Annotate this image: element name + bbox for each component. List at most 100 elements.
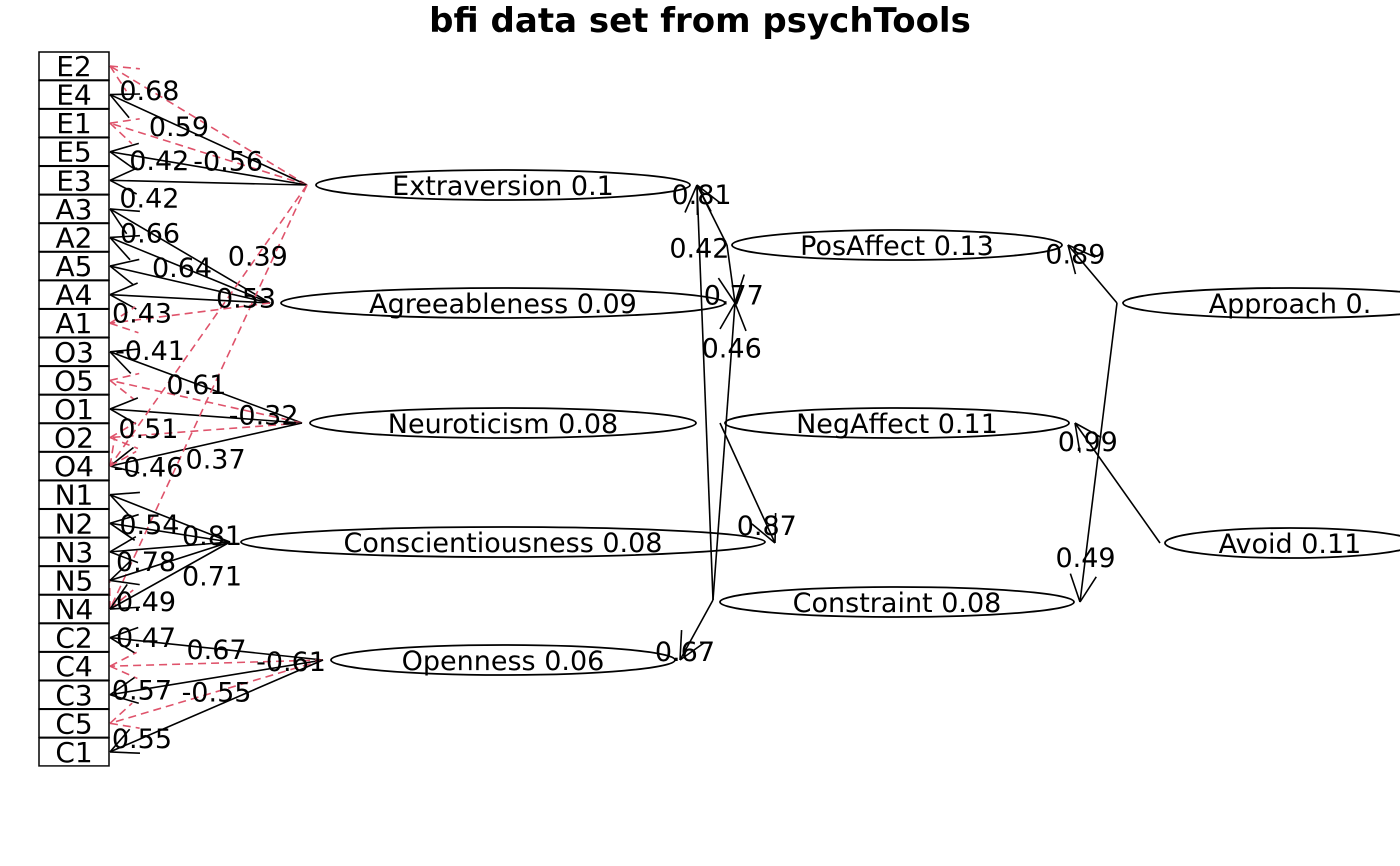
- arrowhead-icon: [109, 494, 131, 518]
- edge-openness-c1: [109, 659, 324, 754]
- arrowhead-icon: [1074, 422, 1102, 439]
- edge-label: -0.61: [256, 647, 326, 678]
- item-box-O5: O5: [38, 364, 110, 397]
- edge-label: 0.39: [228, 241, 288, 272]
- item-boxes: E2E4E1E5E3A3A2A5A4A1O3O5O1O2O4N1N2N3N5N4…: [38, 50, 110, 769]
- edge-extraversion-o4: [109, 184, 308, 467]
- arrowhead-icon: [109, 167, 138, 182]
- edge-label: -0.46: [113, 453, 183, 484]
- arrowhead-icon: [717, 277, 736, 304]
- item-label: N4: [55, 593, 94, 626]
- arrowhead-icon: [109, 535, 137, 553]
- item-label: O1: [54, 393, 94, 426]
- item-box-O4: O4: [38, 450, 110, 483]
- arrowhead-icon: [109, 513, 139, 525]
- item-box-E4: E4: [38, 79, 110, 112]
- edge-approach-posaffect: [1067, 244, 1118, 304]
- arrowhead-icon: [734, 302, 747, 332]
- edge-conscientiousness-n5: [109, 541, 231, 586]
- arrowhead-icon: [109, 702, 133, 724]
- arrowhead-icon: [109, 421, 137, 439]
- edge-posaffect-agreeableness: [717, 244, 745, 304]
- edge-negaffect-conscientiousness: [719, 422, 777, 544]
- edge-label: 0.51: [118, 414, 178, 445]
- item-label: N3: [55, 536, 94, 569]
- item-box-E3: E3: [38, 164, 110, 197]
- arrowhead-icon: [109, 522, 136, 541]
- item-label: O2: [54, 422, 94, 455]
- factor-label: PosAffect 0.13: [800, 231, 994, 262]
- edge-label: 0.77: [704, 280, 764, 311]
- item-label: O5: [54, 364, 94, 397]
- item-box-O3: O3: [38, 336, 110, 369]
- factor-label: Avoid 0.11: [1219, 529, 1362, 560]
- edge-label: -0.55: [182, 678, 252, 709]
- item-label: O3: [54, 336, 94, 369]
- arrowhead-icon: [109, 179, 138, 195]
- factor-label: Extraversion 0.1: [392, 171, 614, 202]
- edge-openness-c5: [109, 659, 324, 729]
- arrowhead-icon: [684, 184, 698, 213]
- arrowhead-icon: [109, 606, 140, 610]
- factor-node-agreeableness: Agreeableness 0.09: [280, 287, 726, 320]
- factor-node-negaffect: NegAffect 0.11: [724, 407, 1070, 440]
- edge-extraversion-e3: [109, 167, 308, 195]
- arrowhead-icon: [109, 751, 141, 754]
- arrowhead-icon: [1074, 422, 1081, 453]
- edge-label: -0.41: [115, 336, 185, 367]
- item-box-E5: E5: [38, 136, 110, 169]
- edge-label: 0.99: [1058, 427, 1118, 458]
- item-label: N2: [55, 507, 94, 540]
- edge-label: 0.81: [671, 180, 731, 211]
- item-box-A3: A3: [38, 193, 110, 226]
- arrowhead-icon: [109, 665, 138, 680]
- edge-neuroticism-o4: [109, 422, 303, 474]
- edge-label: 0.64: [152, 253, 212, 284]
- edge-labels: 0.680.59-0.560.420.420.660.640.530.43-0.…: [112, 76, 1118, 755]
- item-label: A4: [56, 279, 93, 312]
- factor-label: Approach 0.: [1209, 289, 1372, 320]
- edge-conscientiousness-n2: [109, 513, 231, 543]
- arrowhead-icon: [109, 118, 140, 124]
- factor-label: Conscientiousness 0.08: [344, 528, 663, 559]
- item-box-C5: C5: [38, 707, 110, 740]
- factor-label: NegAffect 0.11: [796, 409, 998, 440]
- item-label: C2: [55, 622, 92, 655]
- item-box-N3: N3: [38, 536, 110, 569]
- arrowhead-icon: [109, 142, 140, 153]
- edge-label: 0.47: [116, 623, 176, 654]
- edge-approach-constraint: [1069, 302, 1118, 603]
- arrowhead-icon: [109, 348, 140, 353]
- edge-label: 0.57: [112, 676, 172, 707]
- item-label: C5: [55, 707, 92, 740]
- arrowhead-icon: [679, 641, 705, 661]
- arrowhead-icon: [109, 722, 140, 729]
- item-label: A2: [56, 221, 93, 254]
- arrowhead-icon: [109, 446, 134, 467]
- arrowhead-icon: [109, 651, 137, 667]
- edge-conscientiousness-n1: [109, 491, 231, 543]
- edge-label: 0.42: [119, 183, 179, 214]
- arrowhead-icon: [109, 372, 140, 382]
- arrowhead-icon: [109, 676, 136, 696]
- edge-openness-c4: [109, 651, 324, 680]
- factor-label: Openness 0.06: [402, 646, 605, 677]
- factor-node-avoid: Avoid 0.11: [1164, 527, 1400, 560]
- arrowhead-icon: [734, 274, 745, 304]
- edge-agreeableness-a1: [109, 302, 271, 334]
- factor-node-openness: Openness 0.06: [330, 644, 676, 677]
- item-label: E2: [56, 50, 92, 83]
- factor-node-constraint: Constraint 0.08: [719, 586, 1075, 619]
- arrowhead-icon: [109, 94, 130, 119]
- arrowhead-icon: [719, 302, 736, 330]
- arrowhead-icon: [109, 208, 128, 235]
- factor-label: Neuroticism 0.08: [388, 409, 618, 440]
- arrowhead-icon: [109, 151, 135, 170]
- arrowhead-icon: [109, 450, 137, 467]
- edge-constraint-extraversion: [684, 184, 714, 601]
- arrowhead-icon: [109, 583, 128, 610]
- arrowhead-icon: [696, 184, 722, 204]
- edge-label: 0.71: [182, 561, 242, 592]
- arrowhead-icon: [109, 397, 139, 410]
